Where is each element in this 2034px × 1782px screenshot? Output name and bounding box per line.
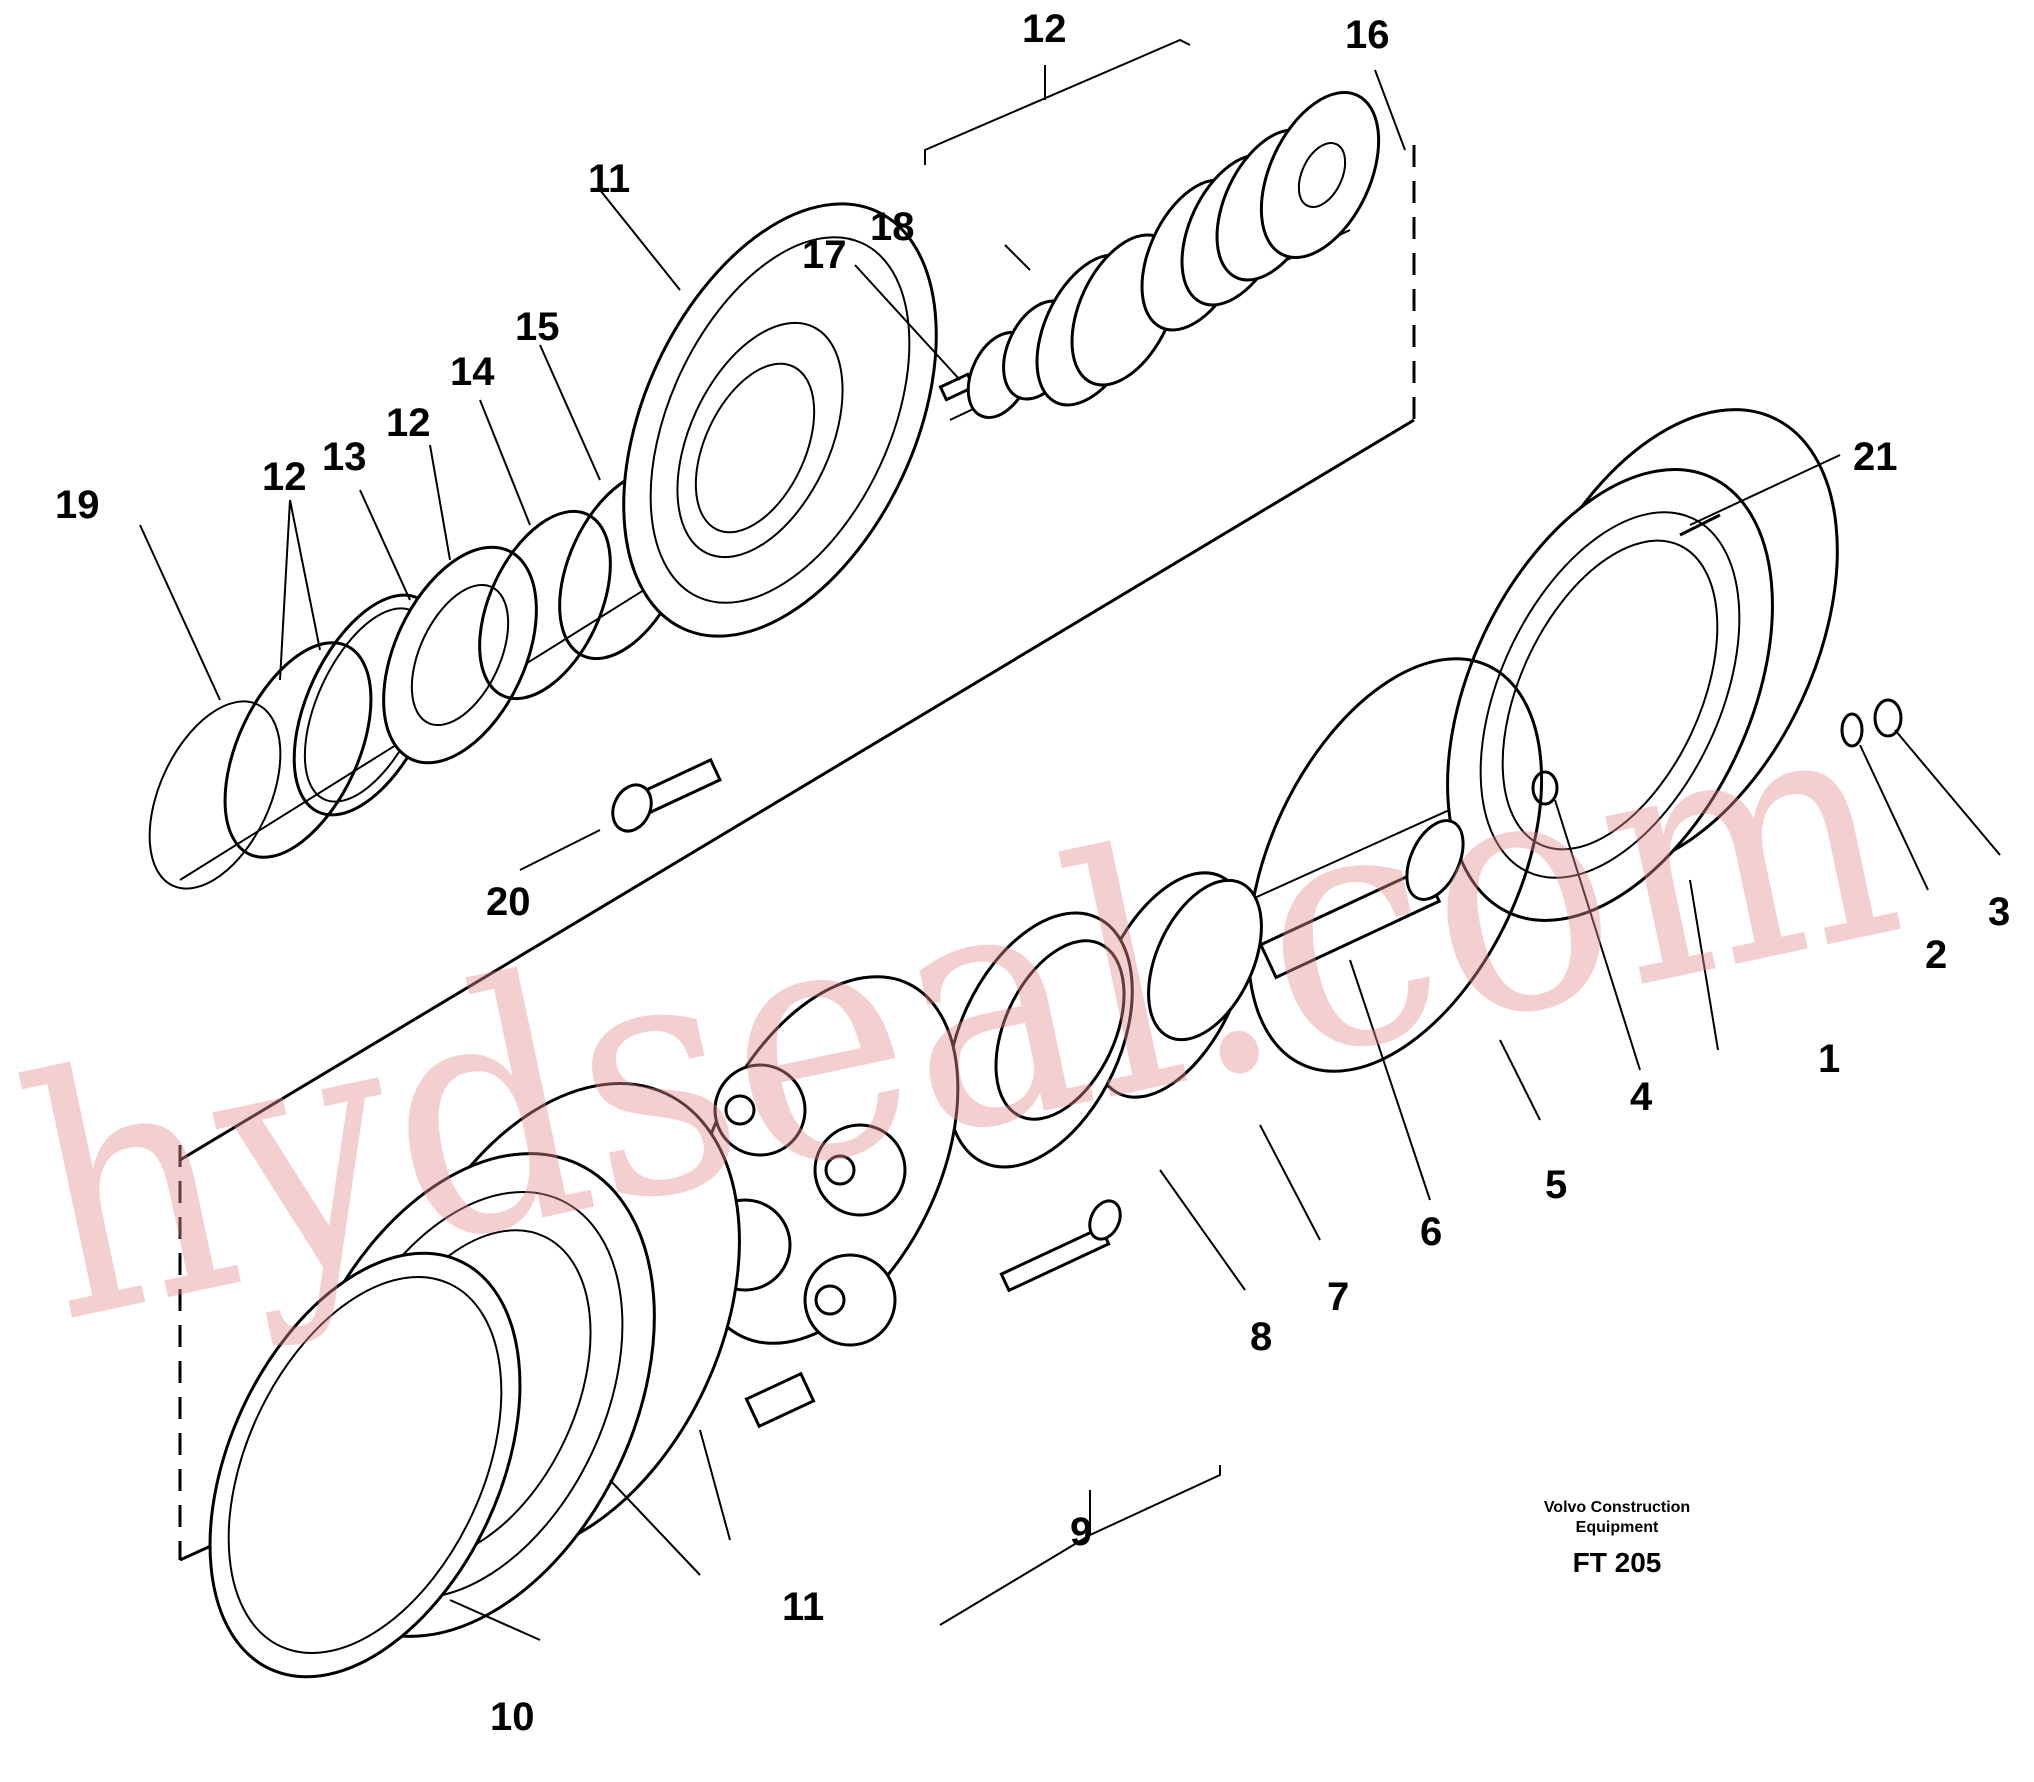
caption-line-1: Volvo Construction: [1544, 1499, 1690, 1516]
part-20-bolt: [611, 757, 722, 833]
callout-3: 3: [1988, 890, 2010, 934]
callout-12-left: 12: [262, 455, 307, 499]
part-10-seal-ring: [208, 1251, 522, 1679]
part-3-plug: [1873, 698, 1903, 738]
callout-8: 8: [1250, 1315, 1272, 1359]
part-12-bearing: [382, 545, 538, 765]
part-7-planet-carrier-small: [1090, 871, 1263, 1099]
callout-14: 14: [450, 350, 495, 394]
caption-line-2: Equipment: [1576, 1519, 1659, 1536]
callout-4: 4: [1630, 1075, 1653, 1119]
callout-7: 7: [1327, 1275, 1349, 1319]
callout-11-upper: 11: [588, 157, 630, 201]
callout-17: 17: [802, 233, 847, 277]
part-1-ring-gear-housing: [1446, 408, 1839, 922]
callout-15: 15: [515, 305, 560, 349]
callout-12-top: 12: [1022, 7, 1067, 51]
part-5-o-ring: [1246, 657, 1544, 1073]
callout-labels: 1 2 3 4 5 6 7 8 9 10 11 11 12 12 12 13 1…: [55, 7, 2010, 1739]
part-21-screw: [1679, 513, 1721, 537]
watermark: hydseal.com: [0, 628, 1925, 1397]
caption-code: FT 205: [1573, 1547, 1662, 1578]
callout-6: 6: [1420, 1210, 1442, 1254]
callout-9: 9: [1070, 1510, 1092, 1554]
callout-11-lower: 11: [782, 1585, 824, 1629]
callout-10: 10: [490, 1695, 535, 1739]
callout-5: 5: [1545, 1163, 1567, 1207]
callout-18: 18: [870, 205, 915, 249]
part-2-washer: [1840, 712, 1864, 748]
part-9-pin: [744, 1371, 816, 1429]
callout-2: 2: [1925, 933, 1947, 977]
callout-12-mid: 12: [386, 401, 431, 445]
part-11-upper-housing: [622, 202, 938, 638]
part-12-snap-ring-outer: [223, 641, 373, 859]
leader-lines: [139, 38, 2001, 1641]
part-6-sun-shaft: [1258, 819, 1465, 980]
part-9-planet-carrier: [690, 975, 960, 1347]
callout-1: 1: [1818, 1037, 1840, 1081]
callout-21: 21: [1853, 435, 1898, 479]
part-14-seal: [478, 509, 612, 701]
part-19-ring: [148, 700, 282, 890]
part-9-bolt: [999, 1199, 1122, 1293]
part-4-pin: [1531, 770, 1559, 806]
callout-13: 13: [322, 435, 367, 479]
callout-16: 16: [1345, 13, 1390, 57]
callout-20: 20: [486, 880, 531, 924]
figure-caption: Volvo Construction Equipment FT 205: [1544, 1499, 1690, 1578]
callout-19: 19: [55, 483, 100, 527]
part-16-end-disc: [1259, 90, 1381, 260]
part-8-gear-carrier: [946, 911, 1134, 1169]
